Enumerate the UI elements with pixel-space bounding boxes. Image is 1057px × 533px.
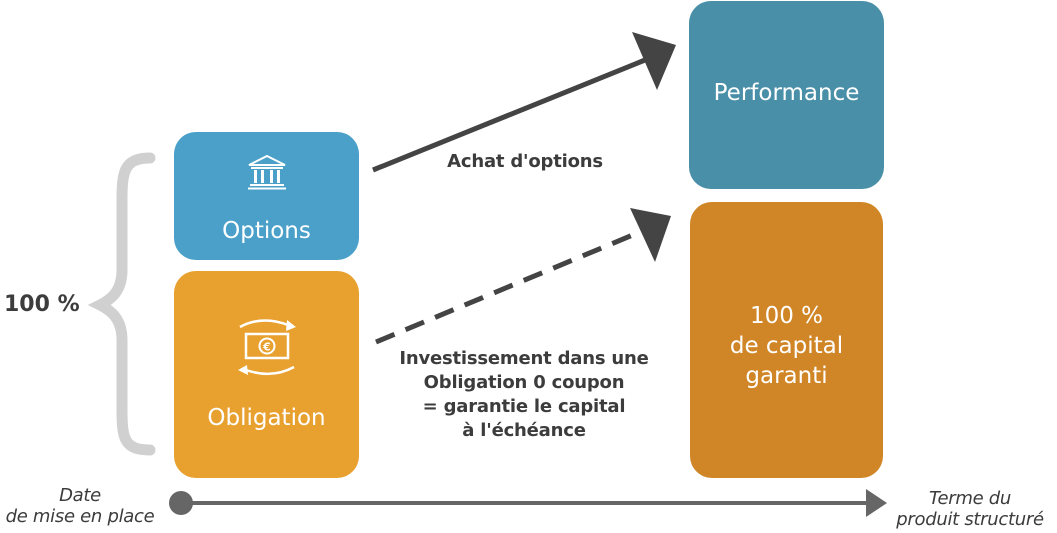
- capital-line-1: 100 %: [749, 303, 824, 329]
- obligation-box: € Obligation: [174, 271, 359, 478]
- obligation-label: Obligation: [207, 405, 326, 431]
- options-arrow-caption: Achat d'options: [447, 151, 603, 172]
- euro-banknote-exchange-icon: €: [238, 319, 296, 376]
- options-box: Options: [174, 132, 359, 260]
- timeline-end-line-1: Terme du: [928, 488, 1011, 509]
- bank-icon: [248, 154, 286, 190]
- options-arrow-line: [372, 57, 646, 173]
- timeline-start-line-1: Date: [59, 485, 101, 506]
- bond-caption-line-1: Investissement dans une: [399, 348, 649, 369]
- bond-arrow-head: [630, 208, 671, 262]
- brace: [87, 152, 156, 456]
- bond-caption-line-3: = garantie le capital: [422, 396, 626, 417]
- timeline-arrow-head: [866, 489, 887, 517]
- performance-label: Performance: [713, 80, 860, 106]
- capital-line-3: garanti: [745, 363, 828, 389]
- bond-caption-line-2: Obligation 0 coupon: [423, 372, 625, 393]
- svg-text:€: €: [262, 341, 271, 354]
- timeline-start-line-2: de mise en place: [5, 506, 155, 527]
- performance-box: Performance: [689, 1, 884, 189]
- timeline-start-dot: [169, 491, 193, 515]
- capital-guaranteed-box: 100 % de capital garanti: [690, 202, 883, 478]
- total-percentage-label: 100 %: [4, 292, 80, 317]
- bond-caption-line-4: à l'échéance: [462, 420, 586, 441]
- timeline-end-line-2: produit structuré: [896, 509, 1044, 530]
- bond-arrow-line: [375, 229, 641, 345]
- options-arrow-head: [632, 32, 676, 90]
- capital-line-2: de capital: [729, 333, 844, 359]
- options-label: Options: [222, 218, 311, 244]
